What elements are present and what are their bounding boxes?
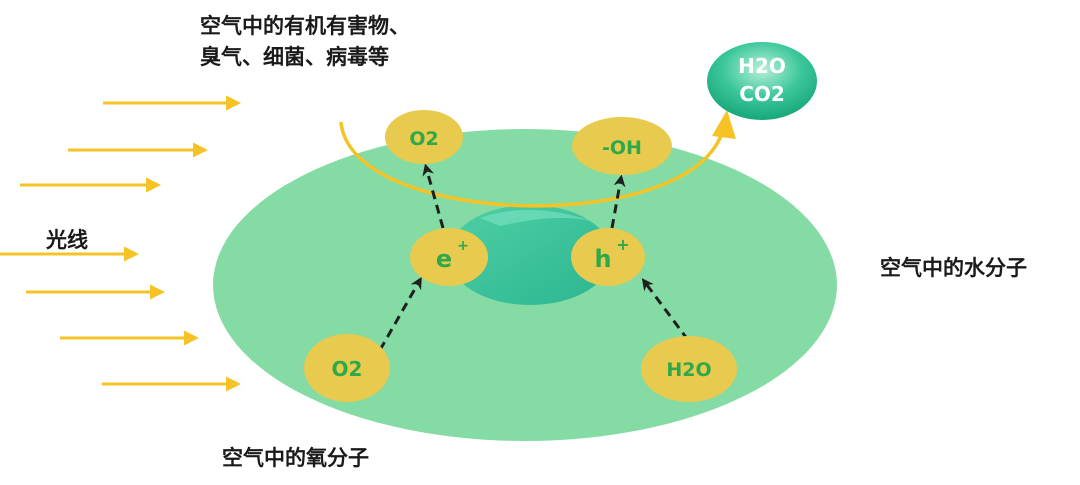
arrow-h2o-to-hole	[641, 278, 690, 341]
reaction-arc-arrowhead	[712, 110, 736, 139]
arrow-o2-to-electron	[378, 276, 422, 351]
node-electron	[410, 228, 488, 286]
product-bubble	[707, 42, 817, 120]
catalyst-center	[448, 205, 612, 305]
water-molecule-label: 空气中的水分子	[880, 256, 1027, 280]
catalyst-center-highlight	[480, 209, 595, 226]
node-oh	[572, 117, 672, 175]
node-hole-label: h	[594, 245, 611, 273]
node-h2o-label: H2O	[666, 359, 711, 381]
node-oh-label: -OH	[602, 137, 642, 159]
product-co2: CO2	[739, 82, 785, 106]
node-electron-label: e	[436, 245, 452, 273]
node-h2o	[641, 336, 737, 402]
product-h2o: H2O	[738, 54, 786, 78]
light-rays	[0, 95, 241, 392]
dashed-arrows	[378, 163, 690, 351]
reaction-arc	[339, 121, 726, 208]
node-o2-top	[385, 110, 463, 164]
pollutants-label-line2: 臭气、细菌、病毒等	[200, 45, 389, 69]
node-hole-sup: +	[616, 235, 629, 254]
arrow-electron-to-o2	[422, 163, 445, 229]
oxygen-molecule-label: 空气中的氧分子	[222, 446, 369, 470]
arrow-hole-to-oh	[610, 174, 626, 229]
node-o2-bottom-label: O2	[332, 357, 363, 381]
node-hole	[571, 228, 645, 286]
node-o2-top-label: O2	[409, 128, 438, 150]
node-o2-bottom	[304, 334, 390, 402]
pollutants-label-line1: 空气中的有机有害物、	[200, 14, 410, 38]
node-electron-sup: +	[457, 238, 469, 254]
light-label: 光线	[45, 228, 88, 252]
